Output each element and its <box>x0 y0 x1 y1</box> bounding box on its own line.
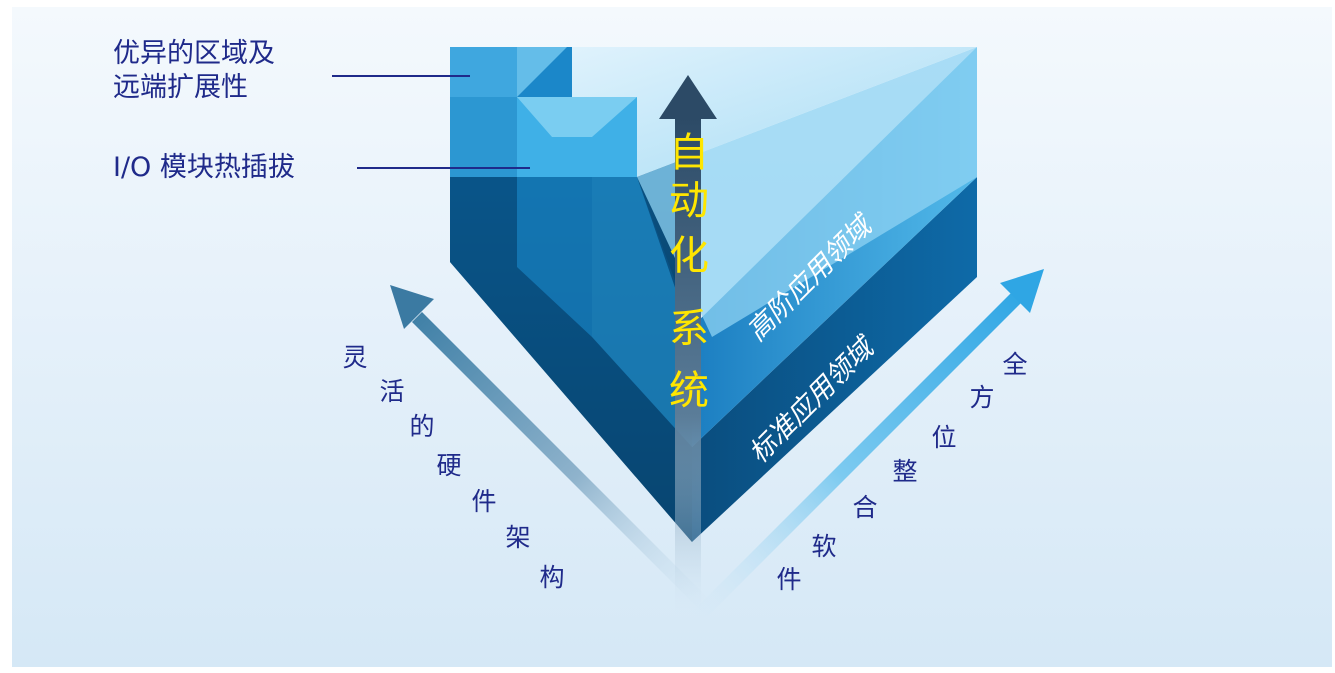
right-axis-char: 全 <box>1002 350 1028 379</box>
right-axis-char: 软 <box>811 532 837 561</box>
up-arrow <box>659 75 717 617</box>
hardware-block <box>450 47 977 542</box>
right-axis-char: 整 <box>892 457 918 486</box>
left-axis-arrow <box>390 285 712 612</box>
callout-expansion: 优异的区域及 远端扩展性 <box>113 37 275 105</box>
right-axis-arrow <box>692 269 1044 622</box>
callout-hotswap: I/O 模块热插拔 <box>113 152 295 183</box>
left-axis-char: 硬 <box>436 451 462 480</box>
left-axis-char: 件 <box>471 487 497 516</box>
left-axis-char: 灵 <box>342 343 368 372</box>
callout-expansion-line2: 远端扩展性 <box>113 72 248 103</box>
left-axis-char: 的 <box>409 412 435 441</box>
center-title-char: 自 <box>669 130 709 176</box>
right-axis-char: 方 <box>969 383 995 412</box>
callout-expansion-line1: 优异的区域及 <box>113 38 275 69</box>
left-axis-char: 活 <box>379 377 405 406</box>
center-title-char: 动 <box>669 178 709 224</box>
left-axis-char: 构 <box>539 563 565 592</box>
center-title-char: 系 <box>669 306 709 352</box>
right-axis-char: 合 <box>852 493 878 522</box>
right-axis-char: 件 <box>776 565 802 594</box>
center-title-char: 化 <box>669 233 709 279</box>
center-title-char: 统 <box>669 368 709 414</box>
right-axis-char: 位 <box>931 423 957 452</box>
left-axis-char: 架 <box>505 523 531 552</box>
diagram-canvas: 优异的区域及 远端扩展性 I/O 模块热插拔 自 动 化 系 统 高阶应用领域 … <box>12 7 1332 667</box>
diagram-graphic <box>332 47 1044 622</box>
